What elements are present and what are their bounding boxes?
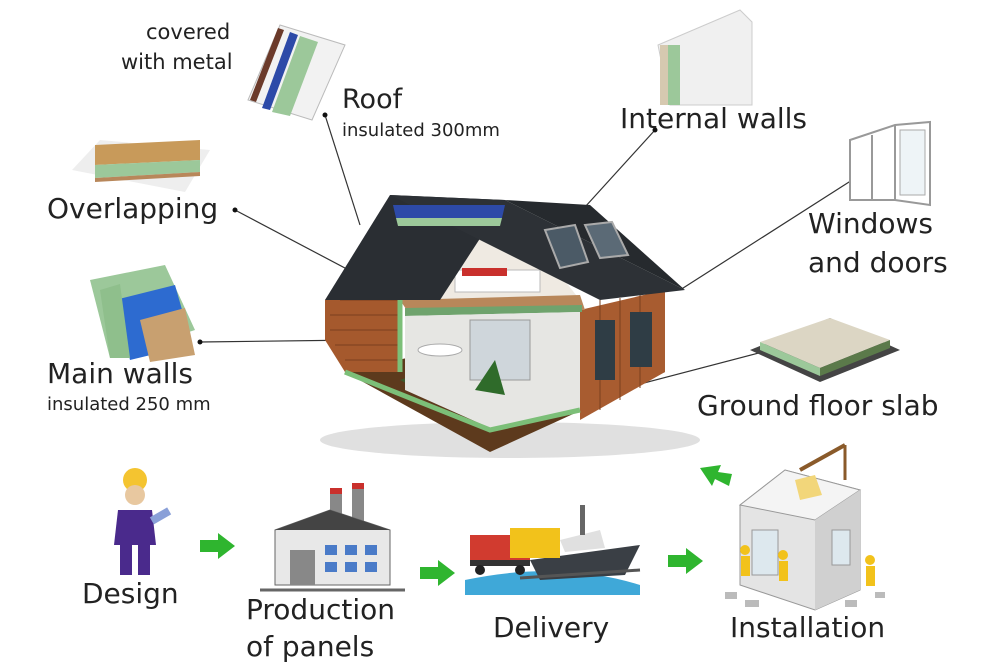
flow-arrows	[200, 465, 732, 586]
arrow-production-delivery	[420, 560, 455, 586]
label-roof: Roof	[342, 84, 403, 115]
arrow-delivery-installation	[668, 548, 703, 574]
label-internal-walls: Internal walls	[620, 102, 808, 135]
arrow-installation-up	[700, 465, 732, 486]
ground-slab-image	[750, 318, 900, 382]
internal-walls-panel-image	[657, 9, 753, 106]
leader-windows	[679, 174, 861, 291]
main-walls-panel-image	[90, 265, 195, 362]
label-ground-floor-slab: Ground floor slab	[697, 389, 939, 422]
installation-icon	[725, 443, 885, 611]
process-installation: Installation	[730, 611, 886, 644]
label-covered-line1: covered	[146, 20, 231, 44]
overlapping-panel-image	[72, 140, 210, 192]
process-production-line2: of panels	[246, 630, 375, 663]
label-covered-line2: with metal	[121, 50, 233, 74]
process-production-line1: Production	[246, 593, 395, 626]
process-design: Design	[82, 577, 179, 610]
roof-panel-image	[247, 24, 346, 121]
label-main-walls: Main walls	[47, 357, 193, 390]
label-roof-sub: insulated 300mm	[342, 120, 500, 141]
leader-roof	[324, 114, 361, 226]
delivery-icon	[465, 505, 641, 595]
arrow-design-production	[200, 533, 235, 559]
label-overlapping: Overlapping	[47, 192, 219, 225]
process-delivery: Delivery	[493, 611, 610, 644]
label-windows-line2: and doors	[808, 246, 948, 279]
label-main-walls-sub: insulated 250 mm	[47, 394, 211, 415]
window-door-image	[849, 120, 931, 207]
factory-icon	[260, 483, 405, 592]
label-windows-line1: Windows	[808, 207, 933, 240]
designer-icon	[114, 468, 172, 575]
